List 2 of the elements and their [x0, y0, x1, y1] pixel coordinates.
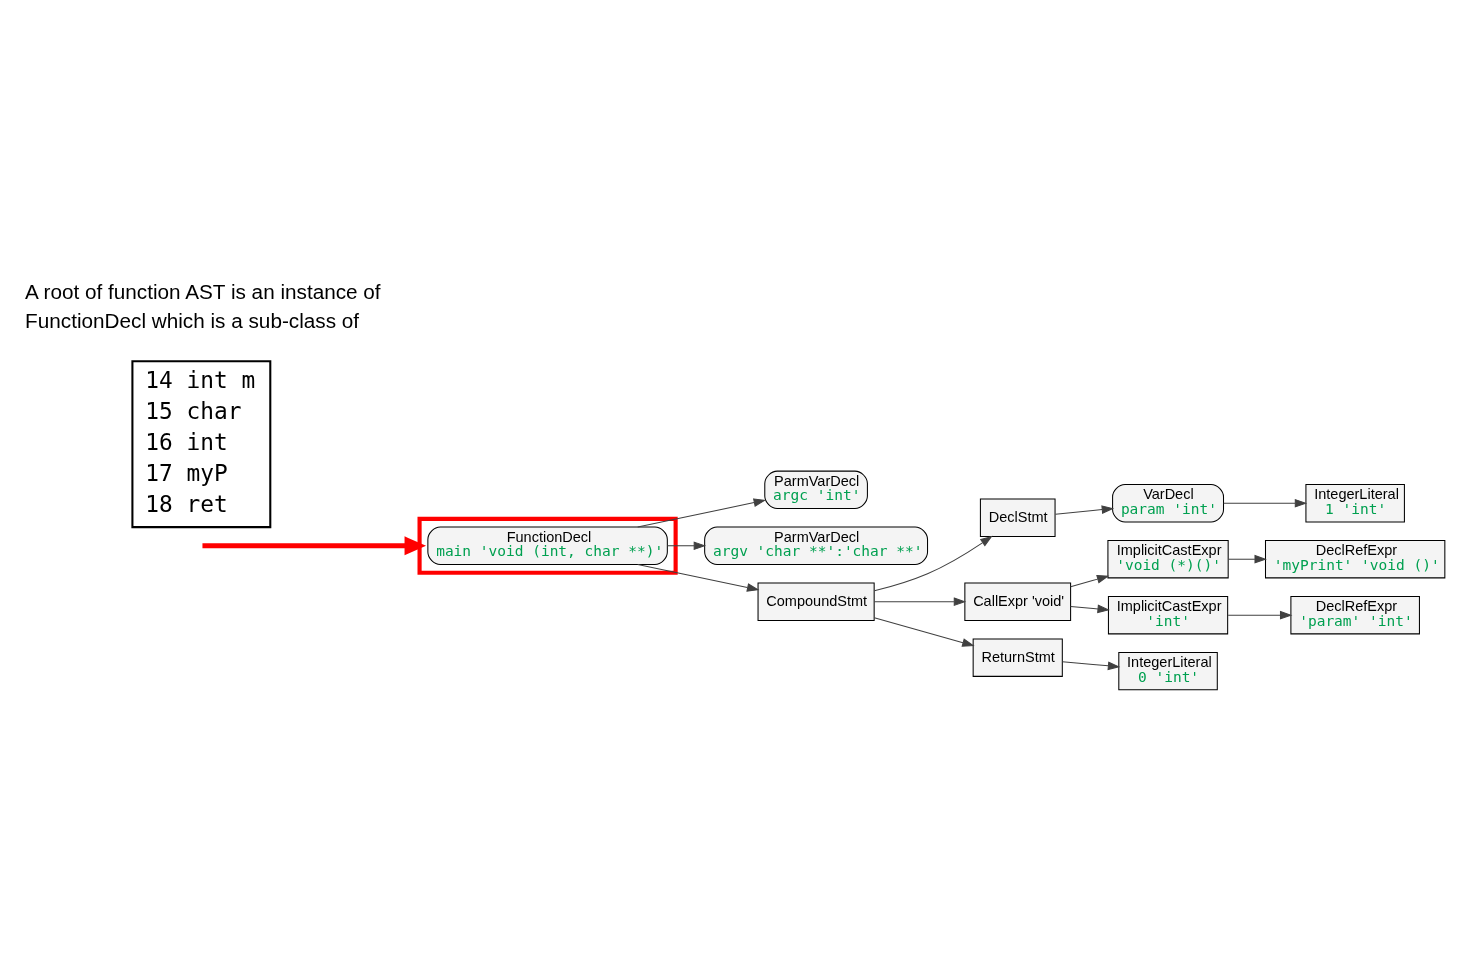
label: A root of function AST is an instance of [25, 280, 381, 304]
label: FunctionDecl which is a sub-class of [25, 309, 360, 333]
